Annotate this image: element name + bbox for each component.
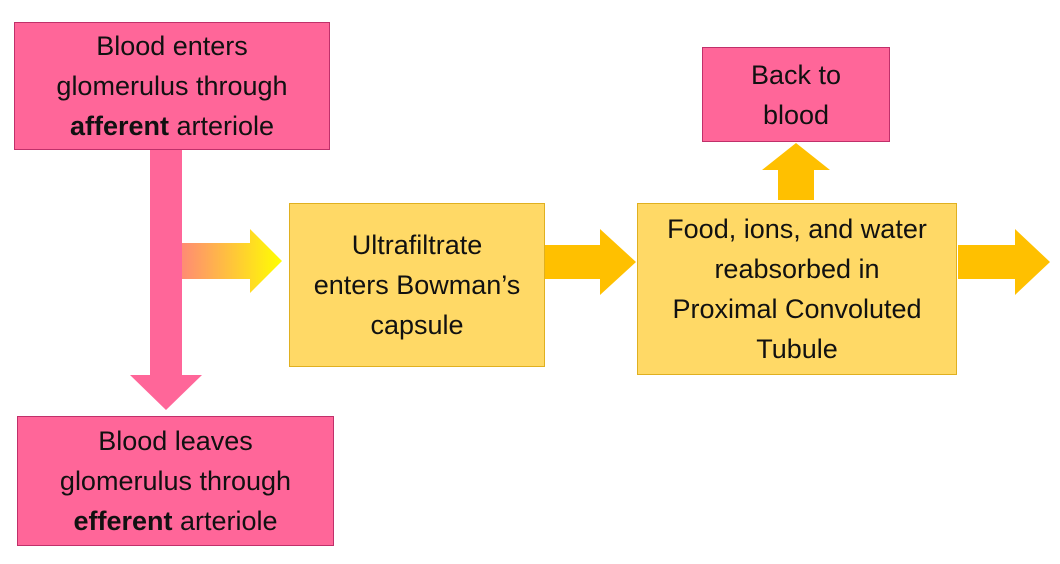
ultrafiltrate-box: Ultrafiltrate enters Bowman’s capsule xyxy=(289,203,545,367)
back-to-blood-box: Back to blood xyxy=(702,47,890,142)
ultrafiltrate-text: Ultrafiltrate enters Bowman’s capsule xyxy=(314,225,521,345)
blood-leaves-line2: glomerulus through xyxy=(59,466,292,496)
reabsorbed-line4: Tubule xyxy=(756,334,838,364)
back-to-blood-line2: blood xyxy=(762,99,830,130)
arrow-to-bowmans-capsule xyxy=(150,229,282,293)
arrow-up-to-blood xyxy=(762,143,830,200)
back-to-blood-line1: Back to xyxy=(750,59,842,90)
blood-leaves-rest: arteriole xyxy=(172,506,278,536)
reabsorbed-box: Food, ions, and water reabsorbed in Prox… xyxy=(637,203,957,375)
ultrafiltrate-line1: Ultrafiltrate xyxy=(351,230,483,260)
blood-enters-rest: arteriole xyxy=(168,111,275,141)
arrow-to-pct xyxy=(545,229,636,295)
reabsorbed-line1: Food, ions, and water xyxy=(667,214,927,244)
arrow-down-to-efferent xyxy=(130,150,202,410)
blood-enters-text: Blood enters glomerulus through afferent… xyxy=(56,26,287,146)
arrow-out-right xyxy=(958,229,1050,295)
blood-leaves-line1: Blood leaves xyxy=(98,426,253,456)
ultrafiltrate-line3: capsule xyxy=(370,310,464,340)
blood-enters-box: Blood enters glomerulus through afferent… xyxy=(14,22,330,150)
blood-leaves-text: Blood leaves glomerulus through efferent… xyxy=(60,421,291,541)
back-to-blood-text: Back to blood xyxy=(751,55,841,135)
reabsorbed-line3: Proximal Convoluted xyxy=(672,294,922,324)
reabsorbed-text: Food, ions, and water reabsorbed in Prox… xyxy=(667,209,927,369)
blood-enters-line1: Blood enters xyxy=(96,31,248,61)
reabsorbed-line2: reabsorbed in xyxy=(714,254,880,284)
efferent-term: efferent xyxy=(73,506,173,536)
blood-leaves-box: Blood leaves glomerulus through efferent… xyxy=(17,416,334,546)
afferent-term: afferent xyxy=(69,111,169,141)
ultrafiltrate-line2: enters Bowman’s xyxy=(313,270,521,300)
blood-enters-line2: glomerulus through xyxy=(56,71,288,101)
